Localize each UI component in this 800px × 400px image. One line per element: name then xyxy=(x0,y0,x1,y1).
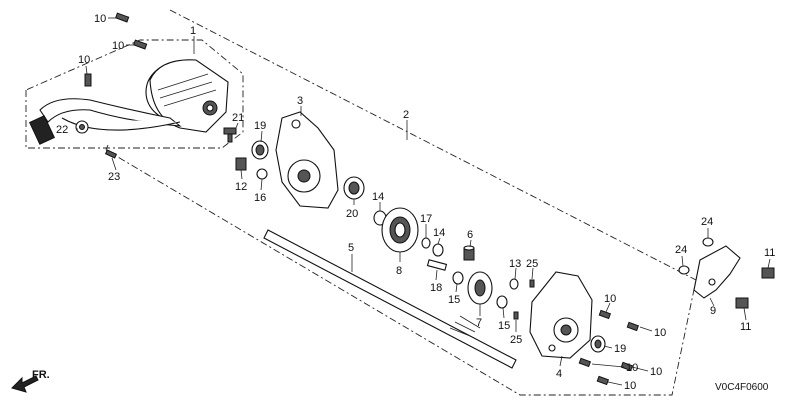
callout-1: 1 xyxy=(190,25,196,37)
gear-7 xyxy=(467,271,493,305)
gear-case xyxy=(529,271,593,359)
callout-8: 8 xyxy=(396,265,402,277)
callout-19-a: 19 xyxy=(254,120,266,132)
callout-10-h: 10 xyxy=(624,380,636,392)
direction-label: FR. xyxy=(32,369,50,381)
washer-15-a xyxy=(452,271,464,285)
clip-22 xyxy=(75,120,89,134)
callout-3: 3 xyxy=(297,95,303,107)
washer-15-b xyxy=(496,295,508,309)
seal-19-left xyxy=(251,140,269,160)
subassembly-box xyxy=(25,39,244,149)
pin-25-b xyxy=(513,311,519,320)
bolt-10-a xyxy=(115,12,130,23)
assembly-outline xyxy=(105,9,697,396)
callout-4: 4 xyxy=(556,368,562,380)
bolt-10-e xyxy=(626,321,640,332)
callout-7: 7 xyxy=(476,317,482,329)
clip-17 xyxy=(421,237,431,249)
callout-labels: 10 10 10 1 2 3 19 21 22 23 12 16 20 14 1… xyxy=(56,13,775,392)
callout-25-a: 25 xyxy=(526,258,538,270)
grommet-24-b xyxy=(678,265,690,275)
bolt-10-g xyxy=(596,375,610,386)
gear-6 xyxy=(463,245,475,261)
pin-18 xyxy=(426,259,448,271)
callout-10-f: 10 xyxy=(626,362,638,374)
bolt-10-f xyxy=(578,357,592,368)
shaft xyxy=(263,229,517,369)
callout-14-b: 14 xyxy=(433,227,445,239)
callout-10-g: 10 xyxy=(650,366,662,378)
front-direction-arrow xyxy=(11,375,39,393)
washer-16 xyxy=(256,168,268,180)
callout-13: 13 xyxy=(509,258,521,270)
washer-14-b xyxy=(432,243,444,257)
callout-2: 2 xyxy=(403,109,409,121)
bolt-11-b xyxy=(735,297,749,309)
bolt-11-a xyxy=(761,267,775,279)
callout-10-b: 10 xyxy=(112,40,124,52)
callout-10-a: 10 xyxy=(94,13,106,25)
bearing-20 xyxy=(343,176,365,200)
callout-12: 12 xyxy=(235,181,247,193)
callout-10-d: 10 xyxy=(604,293,616,305)
callout-11-b: 11 xyxy=(740,321,751,333)
callout-14-a: 14 xyxy=(372,191,384,203)
bracket-9 xyxy=(693,245,741,299)
fitting-12 xyxy=(235,157,247,171)
bolt-10-d xyxy=(598,309,612,320)
callout-20: 20 xyxy=(346,208,358,220)
callout-16: 16 xyxy=(254,192,266,204)
callout-15-b: 15 xyxy=(498,320,510,332)
wire-harness xyxy=(29,98,182,145)
callout-19-b: 19 xyxy=(614,343,626,355)
callout-23: 23 xyxy=(108,171,120,183)
bolt-10-b xyxy=(133,39,148,50)
callout-22: 22 xyxy=(56,124,68,136)
callout-21: 21 xyxy=(232,112,244,124)
diagram-code: V0C4F0600 xyxy=(715,382,769,393)
gear-case-cover xyxy=(275,111,339,209)
callout-15-a: 15 xyxy=(448,294,460,306)
washer-13 xyxy=(509,278,519,290)
bolt-10-h xyxy=(620,361,634,372)
callout-10-e: 10 xyxy=(654,327,666,339)
callout-5: 5 xyxy=(348,242,354,254)
callout-24-a: 24 xyxy=(701,216,713,228)
gear-8 xyxy=(381,207,419,253)
bolt-10-c xyxy=(84,73,92,87)
pin-25-a xyxy=(529,279,535,288)
callout-17: 17 xyxy=(420,213,432,225)
seal-19-right xyxy=(590,335,606,353)
callout-18: 18 xyxy=(430,282,442,294)
callout-10-c: 10 xyxy=(78,54,90,66)
callout-11-a: 11 xyxy=(764,247,775,259)
callout-9: 9 xyxy=(710,305,716,317)
grommet-24-a xyxy=(702,237,714,247)
bolt-23 xyxy=(104,149,118,159)
motor-housing xyxy=(145,59,229,133)
callout-25-b: 25 xyxy=(510,334,522,346)
screw-21 xyxy=(223,127,237,143)
callout-24-b: 24 xyxy=(675,244,687,256)
callout-6: 6 xyxy=(467,229,473,241)
